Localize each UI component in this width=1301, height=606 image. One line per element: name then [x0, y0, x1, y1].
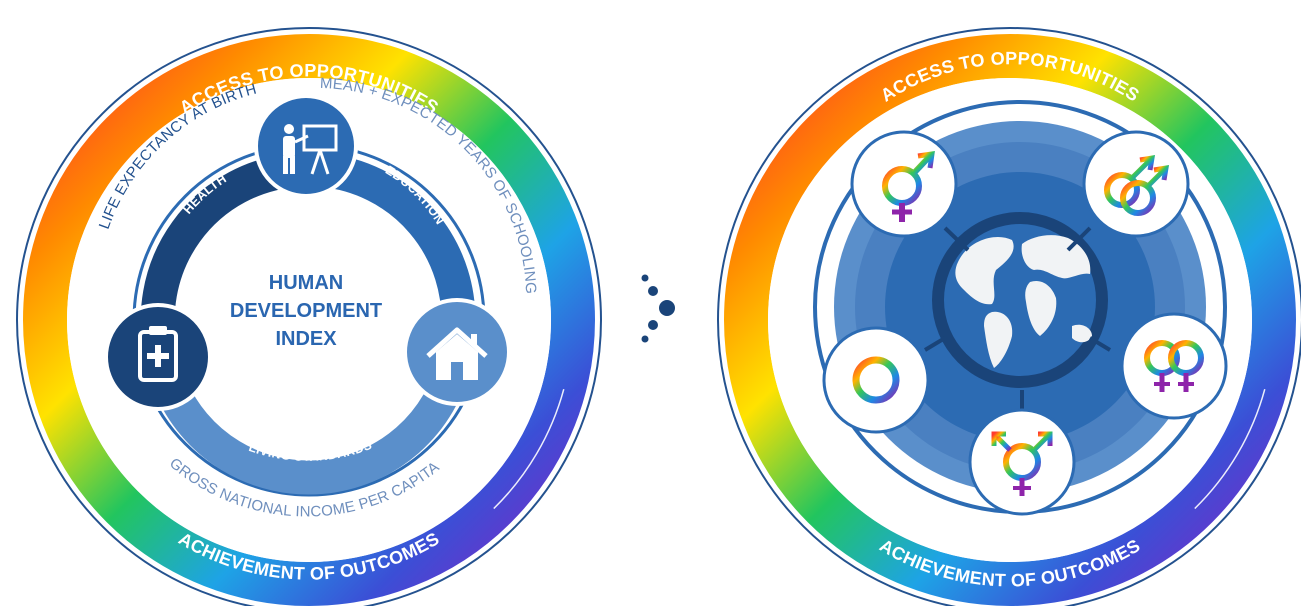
living-arc	[154, 356, 472, 495]
clipboard-icon	[104, 303, 212, 411]
hdi-diagram: ACCESS TO OPPORTUNITIES ACHIEVEMENT OF O…	[16, 27, 602, 606]
transgender-symbol-icon	[968, 408, 1076, 516]
rainbow-ring-right	[724, 34, 1296, 606]
globe-icon	[955, 235, 1092, 368]
spokes	[923, 226, 1112, 412]
house-icon	[403, 298, 511, 406]
center-title-line-2: DEVELOPMENT	[230, 300, 382, 322]
teacher-icon	[254, 94, 358, 198]
center-title-line-1: HUMAN	[269, 272, 343, 294]
arrow-dots-icon	[641, 274, 675, 343]
rainbow-ring	[23, 34, 595, 606]
non-binary-circle-icon	[822, 326, 930, 434]
genderfluid-symbol-icon	[850, 130, 958, 238]
gay-male-symbol-icon	[1082, 130, 1190, 238]
lesbian-symbol-icon	[1120, 312, 1228, 420]
center-title-line-3: INDEX	[275, 328, 337, 350]
gender-diagram: ACCESS TO OPPORTUNITIES ACHIEVEMENT OF O…	[717, 27, 1301, 606]
